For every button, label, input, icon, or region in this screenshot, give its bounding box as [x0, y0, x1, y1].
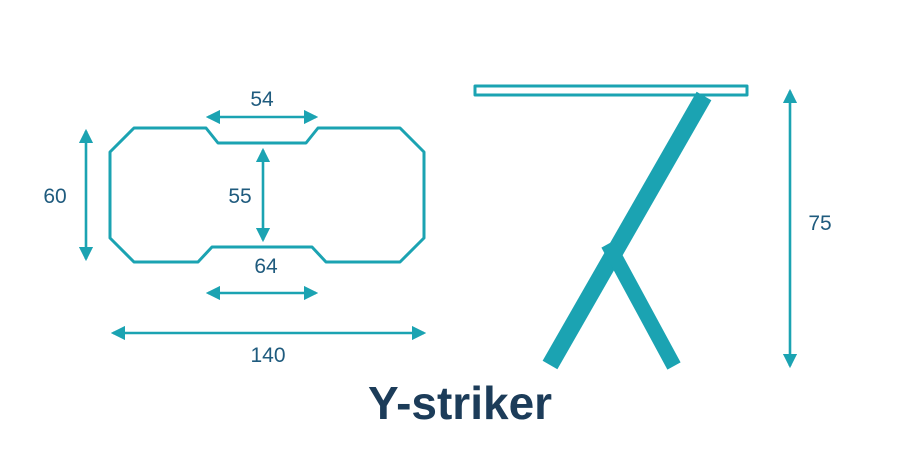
side-view-leg-branch [601, 240, 681, 370]
dim-label-notch-top-width: 54 [250, 88, 274, 111]
dim-label-notch-bottom-width: 64 [254, 255, 278, 278]
dim-label-overall-width: 140 [250, 344, 285, 367]
top-view-outline [108, 126, 426, 264]
side-view-leg-main [542, 91, 712, 370]
dim-label-inner-height: 55 [228, 185, 251, 208]
dim-label-overall-height: 60 [43, 185, 66, 208]
dim-label-table-height: 75 [808, 212, 831, 235]
diagram-title: Y-striker [368, 377, 552, 429]
side-view-tabletop [473, 84, 749, 97]
